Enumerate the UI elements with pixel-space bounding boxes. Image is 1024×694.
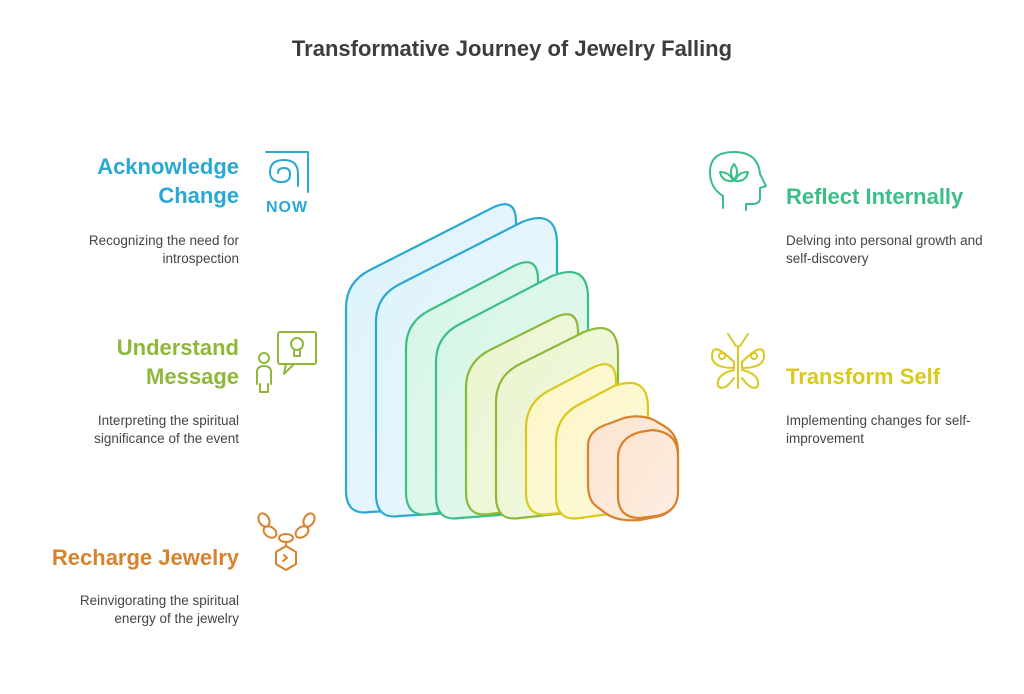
heading-understand-message: Understand Message	[116, 335, 239, 389]
now-icon-text: NOW	[266, 199, 308, 216]
diagram-title: Transformative Journey of Jewelry Fallin…	[291, 36, 733, 61]
heading-acknowledge-change: Acknowledge Change	[97, 154, 239, 208]
desc-recharge-jewelry: Reinvigorating the spiritual energy of t…	[79, 593, 239, 626]
necklace-icon	[257, 512, 316, 571]
block-recharge	[586, 415, 680, 522]
butterfly-icon	[711, 333, 765, 389]
desc-understand-message: Interpreting the spiritual significance …	[94, 413, 239, 446]
person-idea-icon	[256, 331, 317, 393]
heading-transform-self: Transform Self	[786, 364, 941, 389]
now-icon: NOW	[265, 151, 309, 216]
head-lotus-icon	[709, 151, 767, 211]
desc-acknowledge-change: Recognizing the need for introspection	[88, 233, 239, 266]
heading-recharge-jewelry: Recharge Jewelry	[51, 545, 239, 570]
desc-reflect-internally: Delving into personal growth and self-di…	[786, 233, 983, 266]
desc-transform-self: Implementing changes for self-improvemen…	[786, 413, 971, 446]
heading-reflect-internally: Reflect Internally	[786, 184, 964, 209]
